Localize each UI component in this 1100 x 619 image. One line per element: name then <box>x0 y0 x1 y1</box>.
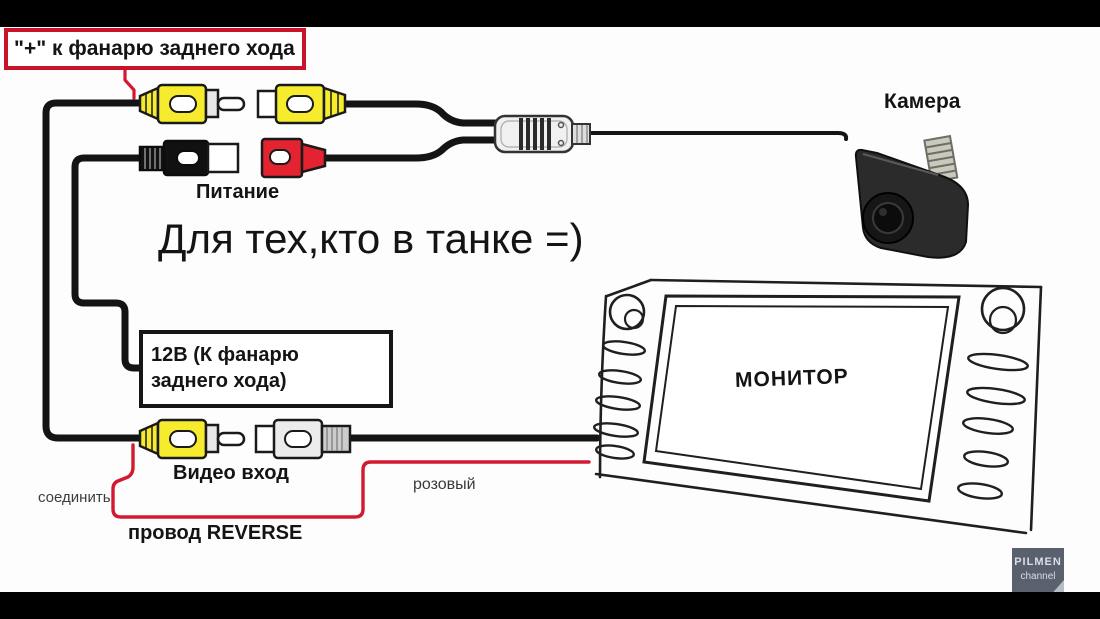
monitor-illustration <box>592 278 1043 535</box>
monitor-buttons-right <box>956 352 1029 500</box>
power-label: Питание <box>196 181 280 203</box>
channel-watermark: PILMEN channel <box>1012 548 1064 598</box>
monitor-buttons-left <box>592 340 647 460</box>
cable-power-to-12v-box <box>71 154 169 372</box>
rca-plug-yellow-video <box>138 418 246 460</box>
monitor-screen-outer <box>642 294 961 503</box>
cable-barrel-to-camera <box>588 131 849 141</box>
cable-jacks-to-barrel <box>320 100 501 162</box>
watermark-subtitle: channel <box>1020 571 1056 582</box>
power-plug-black <box>138 139 240 177</box>
camera-illustration <box>854 134 970 259</box>
power-jack-red <box>260 137 327 179</box>
barrel-connector <box>493 114 591 154</box>
connect-label: соединить <box>38 489 111 506</box>
letterbox-bar-top <box>0 0 1100 27</box>
letterbox-bar-bottom <box>0 592 1100 619</box>
video-input-label: Видео вход <box>173 462 289 484</box>
plus-to-reverse-light-box: "+" к фанарю заднего хода <box>4 28 306 71</box>
rca-plug-yellow-top <box>138 83 246 125</box>
monitor-knob-left <box>608 293 646 331</box>
v12-reverse-light-box: 12В (К фанарю заднего хода) <box>139 330 393 408</box>
wire-plus-link <box>123 62 136 100</box>
monitor-label: МОНИТОР <box>734 365 850 392</box>
wire-reverse-pink <box>111 443 591 519</box>
watermark-title: PILMEN <box>1014 556 1062 568</box>
rca-jack-yellow-top <box>256 83 347 125</box>
cable-loop-left <box>42 99 146 442</box>
monitor-knob-right <box>980 286 1026 332</box>
rca-jack-gray-video <box>254 418 352 460</box>
monitor-screen-inner <box>654 304 950 491</box>
reverse-wire-label: провод REVERSE <box>128 522 303 544</box>
tank-note-text: Для тех,кто в танке =) <box>158 215 584 262</box>
pink-wire-label: розовый <box>413 476 476 493</box>
camera-label: Камера <box>884 90 961 113</box>
